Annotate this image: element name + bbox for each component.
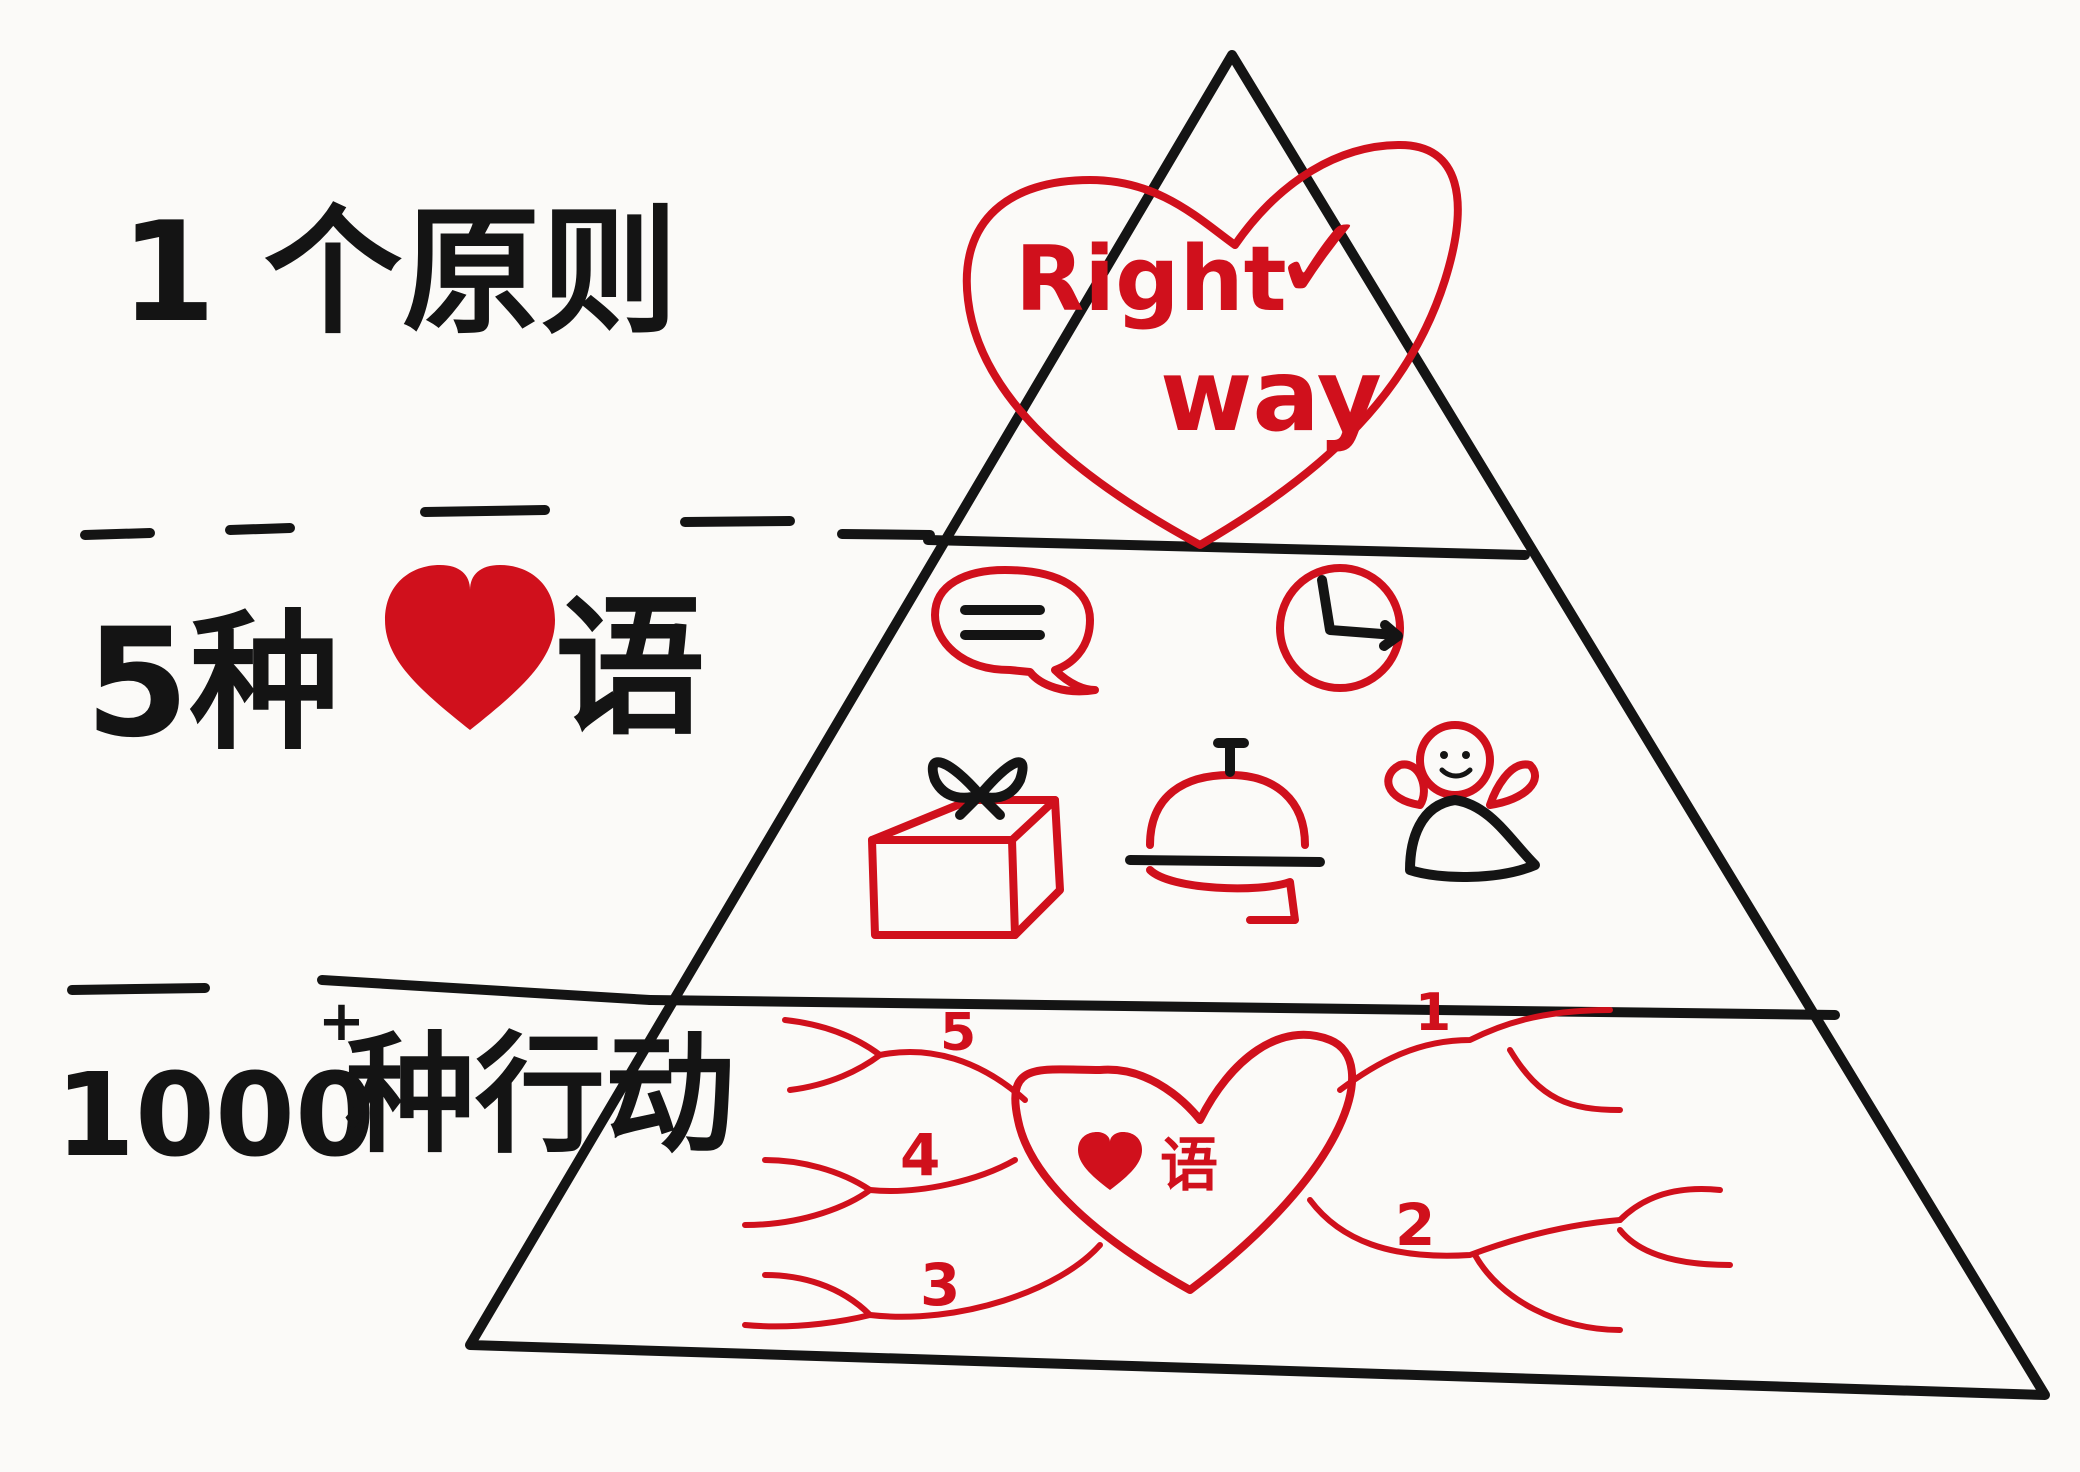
level-3-label: 1000 + 种行动 <box>55 989 735 1183</box>
branch-number-1: 1 <box>1415 983 1451 1043</box>
level-1-label: 1 个原则 <box>120 192 678 353</box>
level-2-label-prefix: 5种 <box>85 597 339 771</box>
heart-outline-icon <box>962 141 1462 549</box>
branch-number-3: 3 <box>920 1251 960 1319</box>
gift-box-icon <box>868 757 1064 939</box>
level-3-label-suffix: 种行动 <box>345 1019 735 1171</box>
badge-line-2: way <box>1160 337 1382 454</box>
top-heart-badge: Right way ✓ <box>962 141 1462 549</box>
branch-number-5: 5 <box>940 1003 976 1063</box>
mini-heart-icon <box>1078 1132 1142 1190</box>
separator-bottom <box>67 975 655 1005</box>
level-3-label-sup: + <box>318 989 365 1054</box>
person-hug-icon <box>1384 721 1540 882</box>
center-heart-text: 语 <box>1160 1131 1218 1199</box>
clock-icon <box>1276 564 1404 692</box>
branch-number-2: 2 <box>1395 1191 1435 1259</box>
level-2-label-suffix: 语 <box>555 582 705 756</box>
pyramid-outline <box>465 50 2050 1400</box>
divider-top <box>923 535 1530 560</box>
branch-number-4: 4 <box>900 1121 940 1189</box>
heart-icon <box>385 565 555 730</box>
center-heart-outline-icon <box>1011 1030 1357 1294</box>
level-3-label-number: 1000 <box>55 1049 375 1183</box>
service-bell-icon <box>1125 738 1325 924</box>
divider-bottom <box>645 995 1840 1020</box>
badge-line-1: Right <box>1015 227 1287 332</box>
check-icon: ✓ <box>1270 190 1371 329</box>
level-2-label: 5种 语 <box>85 565 705 771</box>
bottom-branch-heart: 语 5 4 3 1 2 <box>742 983 1733 1333</box>
speech-bubble-icon <box>931 566 1099 696</box>
dashed-separator-top <box>80 505 935 540</box>
